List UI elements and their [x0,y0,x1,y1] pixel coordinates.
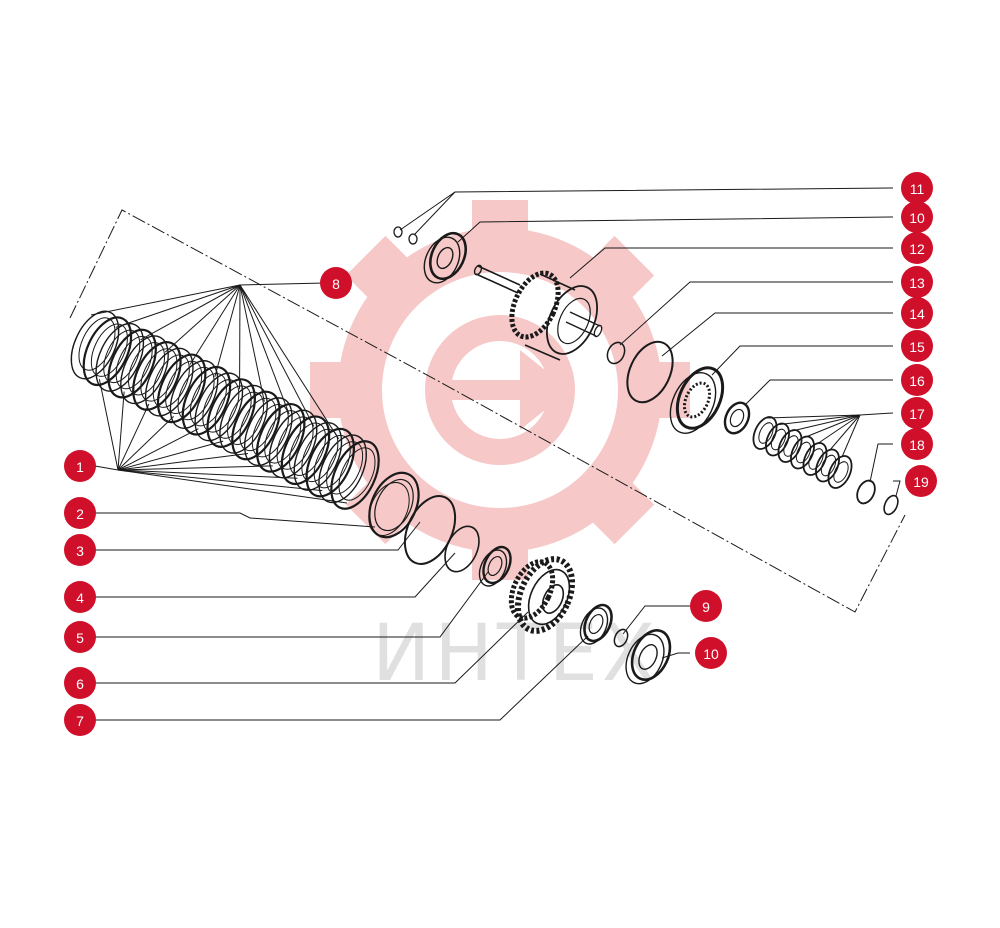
callout-number: 16 [909,373,925,389]
clutch-disc [318,434,367,504]
clutch-disc [268,409,318,479]
part-7-bearing [579,603,613,645]
clutch-disc-small [777,429,803,463]
clutch-disc-small [827,455,853,489]
clutch-disc [156,353,207,424]
callout-number: 13 [909,275,925,291]
clutch-disc [206,378,256,448]
callout-number: 10 [909,210,925,226]
callout-8-leader-lines [90,282,340,440]
callout-14: 14 [901,297,933,329]
callout-number: 11 [910,181,925,197]
callout-number: 19 [913,474,929,490]
callout-number: 10 [703,646,719,662]
callout-number: 17 [909,406,925,422]
part-16-washer [723,401,751,435]
clutch-disc-small-inner [833,461,849,483]
clutch-disc [82,316,133,386]
clutch-disc [132,341,182,411]
callout-17-leader-lines [766,412,894,458]
clutch-disc-small-inner [770,428,787,451]
callout-number: 7 [76,713,84,729]
callout-5: 5 [64,621,96,653]
callout-number: 6 [76,676,84,692]
part-19-ring [883,494,899,516]
callout-18: 18 [901,428,933,460]
callout-number: 9 [702,599,710,615]
callout-number: 2 [76,506,84,522]
clutch-disc [255,403,306,473]
clutch-disc-small [815,448,840,483]
part-4-o-ring [444,525,480,573]
part-10-lower-bearing [625,629,672,685]
callout-17: 17 [901,397,933,429]
clutch-disc [95,322,145,392]
clutch-disc-small [752,416,778,450]
clutch-disc-small [802,442,828,476]
callout-1: 1 [64,450,96,482]
watermark-gear-logo: ИНТЕХ [310,200,690,699]
clutch-disc [194,372,244,442]
clutch-disc [144,347,194,417]
callout-10: 10 [695,637,727,669]
clutch-disc [330,440,380,510]
callout-19: 19 [905,465,937,497]
clutch-disc-small-inner [795,441,812,464]
callout-15: 15 [901,330,933,362]
callout-1-leader-lines [94,379,348,504]
part-12-shaft-drum [473,264,603,361]
callout-6: 6 [64,667,96,699]
clutch-disc [231,390,281,461]
callout-number: 3 [76,543,84,559]
clutch-disc [181,365,232,436]
clutch-disc-small-inner [820,454,837,477]
part-14-large-o-ring [626,340,674,404]
callout-number: 18 [909,437,925,453]
callout-11: 11 [901,172,933,204]
callout-10: 10 [901,201,933,233]
callout-number: 15 [909,339,925,355]
clutch-disc [219,384,268,454]
callout-3: 3 [64,534,96,566]
callout-number: 12 [909,241,925,257]
part-17-disc-pack [752,416,853,489]
callout-2: 2 [64,497,96,529]
callout-8: 8 [320,267,352,299]
part-6-gear [508,556,576,634]
part-10-upper-bearing [423,231,467,284]
clutch-disc-small-inner [783,435,799,457]
callout-number: 14 [909,306,925,322]
clutch-disc [70,310,120,380]
part-11-small-rings [393,226,418,245]
part-15-bearing [669,366,725,434]
clutch-disc-small-inner [808,448,824,470]
clutch-disc [169,360,219,429]
part-18-snap-ring [856,479,876,505]
part-5-bearing [478,545,512,587]
leader-lines [95,187,901,721]
clutch-disc [280,415,331,486]
callout-13: 13 [901,266,933,298]
callout-9: 9 [690,590,722,622]
clutch-disc [305,427,356,498]
assembly-axis-line [69,209,906,613]
part-9-ring [613,628,629,648]
callout-number: 1 [76,459,84,475]
clutch-disc-small [790,435,815,470]
callout-12: 12 [901,232,933,264]
clutch-disc [120,335,169,405]
clutch-disc-small-inner [758,422,774,444]
clutch-disc-small [765,422,790,457]
callout-number: 4 [76,590,84,606]
callout-number: 8 [332,276,340,292]
clutch-disc-pack [70,310,380,510]
callout-4: 4 [64,581,96,613]
part-13-o-ring [606,341,626,365]
callout-7: 7 [64,704,96,736]
callout-16: 16 [901,364,933,396]
callout-number: 5 [76,630,84,646]
watermark-text: ИНТЕХ [372,609,659,699]
